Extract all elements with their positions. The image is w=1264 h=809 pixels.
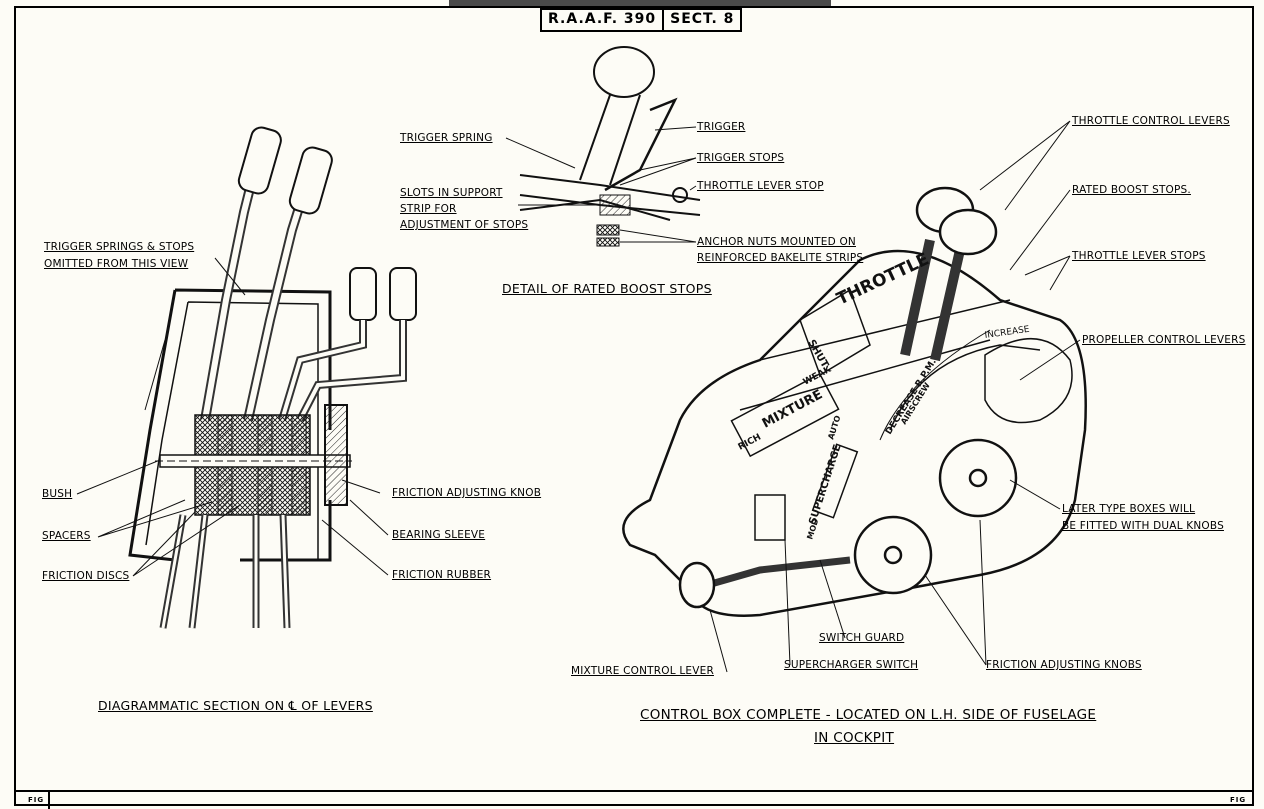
label-supercharger-switch: SUPERCHARGER SWITCH (784, 659, 919, 671)
label-adjustment-stops: ADJUSTMENT OF STOPS (400, 219, 529, 231)
label-omitted-from-view: OMITTED FROM THIS VIEW (44, 258, 189, 270)
label-trigger: TRIGGER (697, 121, 746, 133)
label-propeller-control-levers: PROPELLER CONTROL LEVERS (1082, 334, 1246, 346)
document-reference: R.A.A.F. 390 SECT. 8 (540, 8, 743, 32)
label-friction-adjusting-knob: FRICTION ADJUSTING KNOB (392, 487, 542, 499)
label-trigger-stops: TRIGGER STOPS (697, 152, 785, 164)
label-switch-guard: SWITCH GUARD (819, 632, 905, 644)
fig-label-left: FIG (28, 796, 45, 804)
label-bakelite-strips: REINFORCED BAKELITE STRIPS (697, 252, 864, 264)
caption-control-box-complete: CONTROL BOX COMPLETE - LOCATED ON L.H. S… (640, 707, 1097, 723)
label-anchor-nuts: ANCHOR NUTS MOUNTED ON (697, 236, 856, 248)
label-mixture-control-lever: MIXTURE CONTROL LEVER (571, 665, 714, 677)
label-throttle-control-levers: THROTTLE CONTROL LEVERS (1072, 115, 1230, 127)
label-spacers: SPACERS (42, 530, 91, 542)
ref-section: SECT. 8 (662, 10, 740, 30)
label-trigger-springs-stops: TRIGGER SPRINGS & STOPS (44, 241, 195, 253)
footer-rule (14, 790, 1254, 792)
fig-box-left (14, 790, 50, 809)
label-friction-adjusting-knobs: FRICTION ADJUSTING KNOBS (986, 659, 1142, 671)
ref-number: R.A.A.F. 390 (548, 11, 657, 27)
label-bush: BUSH (42, 488, 73, 500)
section-drawing (76, 126, 417, 629)
label-later-type-boxes: LATER TYPE BOXES WILL (1062, 503, 1196, 515)
label-trigger-spring: TRIGGER SPRING (400, 132, 493, 144)
fig-label-right: FIG (1230, 796, 1247, 804)
label-rated-boost-stops: RATED BOOST STOPS. (1072, 184, 1191, 196)
label-friction-rubber: FRICTION RUBBER (392, 569, 492, 581)
label-slots-support: SLOTS IN SUPPORT (400, 187, 503, 199)
label-throttle-lever-stop: THROTTLE LEVER STOP (697, 180, 824, 192)
control-box-drawing (622, 120, 1087, 673)
label-dual-knobs: BE FITTED WITH DUAL KNOBS (1062, 520, 1224, 532)
detail-drawing (505, 46, 701, 247)
label-throttle-lever-stops: THROTTLE LEVER STOPS (1072, 250, 1206, 262)
caption-rated-boost-stops: DETAIL OF RATED BOOST STOPS (502, 281, 712, 296)
label-strip-for: STRIP FOR (400, 203, 457, 215)
top-edge-bar (449, 0, 831, 7)
caption-in-cockpit: IN COCKPIT (814, 730, 895, 746)
drawing-frame (14, 6, 1254, 806)
label-friction-discs: FRICTION DISCS (42, 570, 130, 582)
caption-diagrammatic-section: DIAGRAMMATIC SECTION ON ℄ OF LEVERS (98, 698, 373, 713)
label-bearing-sleeve: BEARING SLEEVE (392, 529, 486, 541)
